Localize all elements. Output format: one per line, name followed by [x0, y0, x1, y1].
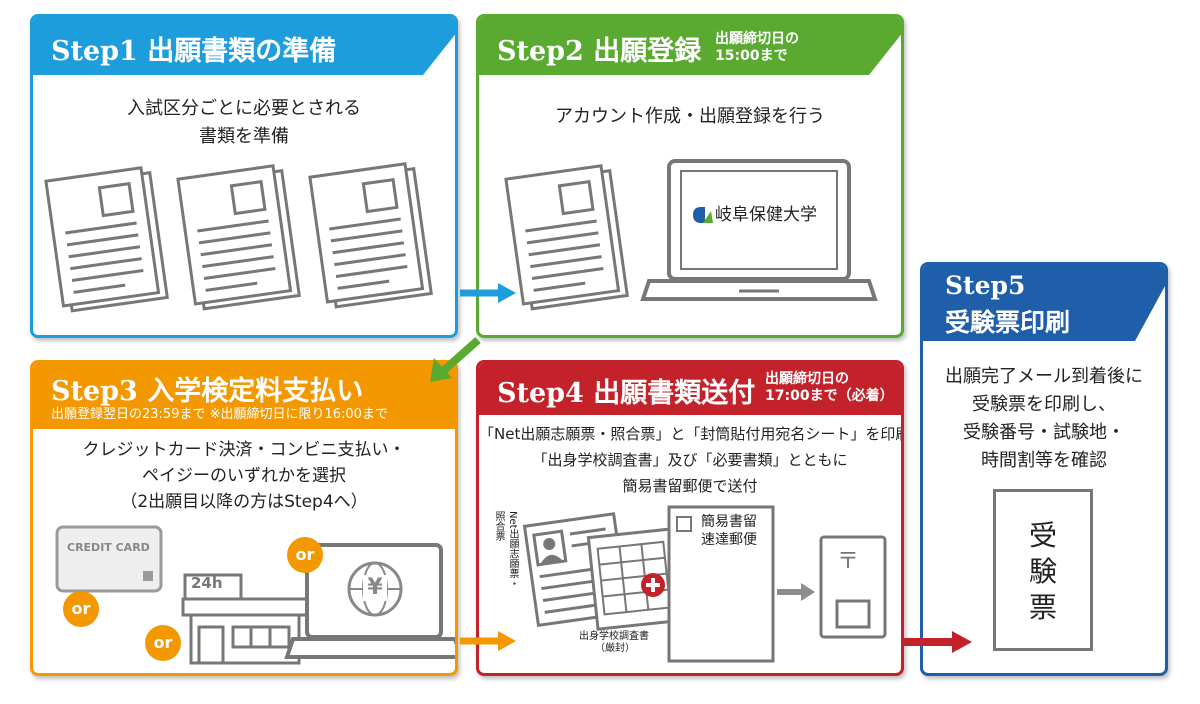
document-icon — [44, 166, 169, 313]
credit-card-icon — [55, 525, 163, 593]
exam-ticket-char-1: 受 — [1028, 519, 1057, 552]
arrow-icon — [460, 283, 516, 303]
step5-text-2: 受験票を印刷し、 — [972, 394, 1116, 415]
or-badge-3-label: or — [295, 545, 315, 564]
convenience-store-icon — [181, 573, 309, 665]
university-logo-icon — [693, 207, 713, 223]
step1-text-1: 入試区分ごとに必要とされる — [127, 98, 361, 119]
step3-subnote: 出願登録翌日の23:59まで ※出願締切日に限り16:00まで — [51, 407, 388, 422]
step2-card: Step2 出願登録 出願締切日の 15:00まで アカウント作成・出願登録を行… — [476, 14, 904, 338]
step4-text-2: 「出身学校調査書」及び「必要書類」とともに — [532, 451, 848, 469]
step1-text-2: 書類を準備 — [199, 126, 289, 147]
step5-text-1: 出願完了メール到着後に — [945, 366, 1143, 387]
step5-card: Step5 受験票印刷 出願完了メール到着後に 受験票を印刷し、 受験番号・試験… — [920, 262, 1168, 676]
or-badge-1 — [63, 591, 99, 627]
step1-card: Step1 出願書類の準備 入試区分ごとに必要とされる 書類を準備 — [30, 14, 458, 338]
step3-title: Step3 入学検定料支払い — [51, 376, 364, 407]
step2-header-bg — [479, 17, 901, 75]
envelope-label-2: 速達郵便 — [701, 532, 757, 548]
document-icon — [308, 162, 433, 309]
step4-side-label-1: Net出願志願票・ — [507, 511, 518, 589]
postbox-icon — [819, 535, 887, 639]
step4-doc-label-1: 出身学校調査書 — [579, 631, 649, 642]
step4-text-3: 簡易書留郵便で送付 — [622, 477, 758, 495]
step2-text: アカウント作成・出願登録を行う — [555, 106, 825, 127]
step2-screen-label: 岐阜保健大学 — [715, 205, 817, 225]
envelope-label-1: 簡易書留 — [701, 514, 757, 530]
step5-title-2: 受験票印刷 — [945, 308, 1071, 337]
step3-header-bg — [33, 363, 455, 429]
postbox-symbol: 〒 — [837, 549, 860, 574]
step5-header-bg — [923, 265, 1165, 341]
arrow-icon — [902, 631, 972, 653]
or-badge-2-label: or — [153, 633, 173, 652]
or-badge-3 — [287, 537, 323, 573]
plus-icon — [641, 573, 665, 597]
document-icon — [504, 164, 629, 311]
store-sign-label: 24h — [191, 574, 223, 592]
step4-text-1: 「Net出願志願票・照合票」と「封筒貼付用宛名シート」を印刷し — [479, 425, 904, 443]
laptop-icon — [640, 159, 878, 301]
exam-ticket: 受 験 票 — [993, 489, 1093, 651]
exam-ticket-char-2: 験 — [1028, 555, 1057, 588]
or-badge-1-label: or — [71, 599, 91, 618]
step3-text-3: （2出願目以降の方はStep4へ） — [120, 492, 368, 512]
step4-deadline-2: 17:00まで（必着） — [765, 388, 894, 404]
step4-side-label-2: 照合票 — [493, 511, 504, 541]
arrow-icon — [460, 631, 516, 651]
document-icon — [522, 512, 630, 628]
document-icon — [176, 164, 301, 311]
step1-header-bg — [33, 17, 455, 75]
step4-card: Step4 出願書類送付 出願締切日の 17:00まで（必着） 「Net出願志願… — [476, 360, 904, 676]
step5-title-1: Step5 — [945, 271, 1026, 300]
step2-deadline-1: 出願締切日の — [715, 31, 799, 47]
step3-text-1: クレジットカード決済・コンビニ支払い・ — [82, 440, 406, 460]
step3-card: Step3 入学検定料支払い 出願登録翌日の23:59まで ※出願締切日に限り1… — [30, 360, 458, 676]
step5-text-4: 時間割等を確認 — [981, 450, 1107, 471]
step4-doc-label-2: （厳封） — [595, 643, 635, 654]
step4-title: Step4 出願書類送付 — [497, 378, 756, 409]
step1-title: Step1 出願書類の準備 — [51, 36, 337, 67]
step4-header-bg — [479, 363, 901, 415]
arrow-icon — [430, 337, 481, 382]
step2-title: Step2 出願登録 — [497, 36, 702, 67]
arrow-icon — [777, 583, 815, 601]
envelope-icon — [667, 505, 775, 663]
credit-card-label: CREDIT CARD — [67, 541, 150, 554]
step4-deadline-1: 出願締切日の — [765, 371, 849, 387]
yen-symbol: ¥ — [363, 575, 387, 601]
exam-ticket-char-3: 票 — [1028, 591, 1057, 624]
step2-deadline-2: 15:00まで — [715, 48, 788, 64]
step5-text-3: 受験番号・試験地・ — [963, 422, 1125, 443]
or-badge-2 — [145, 625, 181, 661]
step3-text-2: ペイジーのいずれかを選択 — [142, 466, 346, 486]
